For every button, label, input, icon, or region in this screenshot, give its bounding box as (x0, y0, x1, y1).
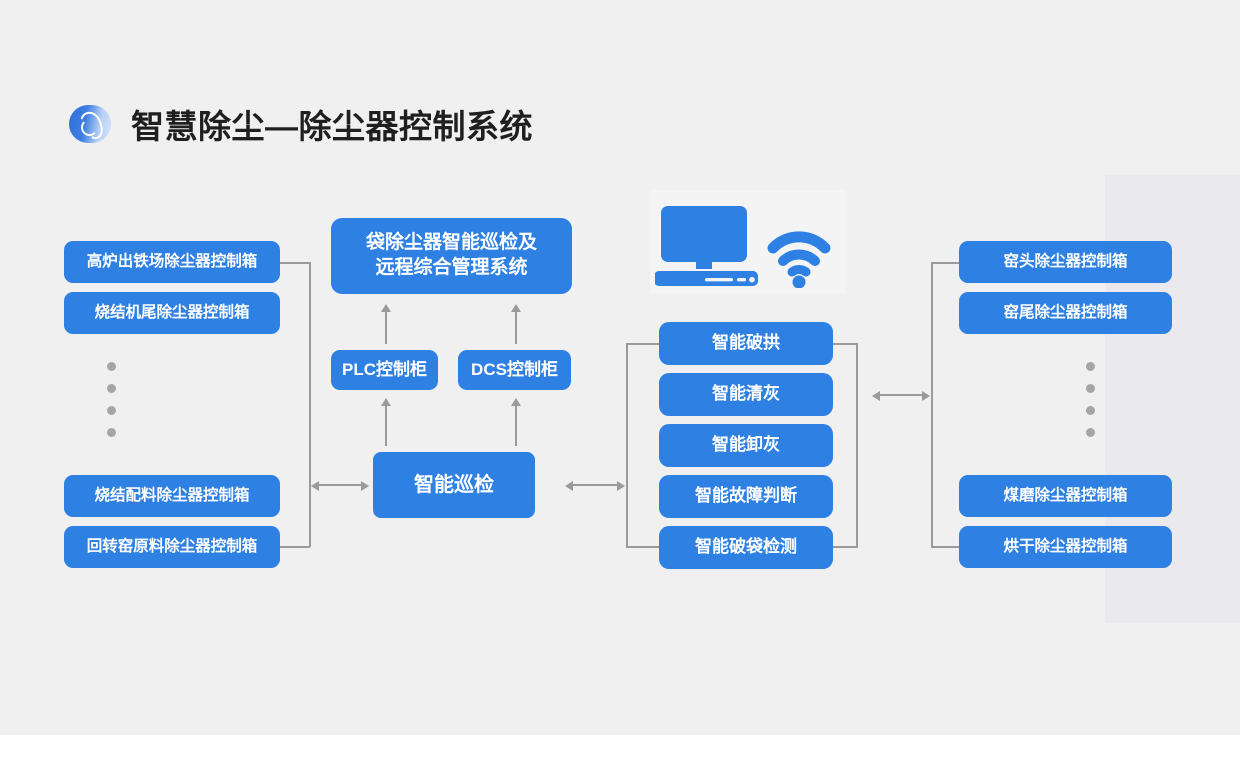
function-bracket-trunk (626, 343, 628, 547)
node-intelligent-inspection-hub[interactable]: 智能巡检 (373, 452, 535, 518)
arrow-dcs-to-system (509, 304, 523, 344)
ellipsis-dot (1086, 428, 1095, 437)
page-title: 智慧除尘—除尘器控制系统 (131, 108, 533, 145)
arrow-functions-to-right-group (872, 388, 930, 402)
node-plc-cabinet[interactable]: PLC控制柜 (331, 350, 438, 390)
left-bracket-stub-bottom (280, 546, 310, 548)
wifi-signal-icon (767, 231, 831, 288)
node-drying-controller[interactable]: 烘干除尘器控制箱 (959, 526, 1172, 568)
arrow-left-group-to-hub (311, 478, 369, 492)
node-smart-fault-diagnosis[interactable]: 智能故障判断 (659, 475, 833, 518)
function-bracket-stub-top (626, 343, 661, 345)
arrow-hub-to-dcs (509, 398, 523, 446)
right-bracket-stub-top (931, 262, 961, 264)
node-rotary-kiln-raw-material-controller[interactable]: 回转窑原料除尘器控制箱 (64, 526, 280, 568)
ellipsis-dot (107, 428, 116, 437)
right-column-ellipsis (1086, 362, 1095, 437)
node-sinter-machine-tail-controller[interactable]: 烧结机尾除尘器控制箱 (64, 292, 280, 334)
left-bracket-stub-top (280, 262, 310, 264)
desktop-computer-icon (655, 206, 758, 286)
node-smart-ash-cleaning[interactable]: 智能清灰 (659, 373, 833, 416)
function-bracket-stub-bottom (626, 546, 661, 548)
brand-swirl-logo (69, 105, 111, 143)
node-top-management-system[interactable]: 袋除尘器智能巡检及 远程综合管理系统 (331, 218, 572, 294)
function-right-bracket-trunk (856, 343, 858, 547)
ellipsis-dot (1086, 384, 1095, 393)
left-column-ellipsis (107, 362, 116, 437)
right-bracket-trunk (931, 262, 933, 547)
ellipsis-dot (107, 362, 116, 371)
node-kiln-head-controller[interactable]: 窑头除尘器控制箱 (959, 241, 1172, 283)
top-system-line2: 远程综合管理系统 (375, 257, 528, 278)
ellipsis-dot (107, 406, 116, 415)
node-smart-arch-breaking[interactable]: 智能破拱 (659, 322, 833, 365)
background-surface (0, 0, 1240, 735)
ellipsis-dot (1086, 362, 1095, 371)
node-blast-furnace-casthouse-controller[interactable]: 高炉出铁场除尘器控制箱 (64, 241, 280, 283)
arrow-hub-to-functions (565, 478, 625, 492)
node-smart-ash-discharge[interactable]: 智能卸灰 (659, 424, 833, 467)
illustration-group (655, 206, 831, 288)
node-sinter-batching-controller[interactable]: 烧结配料除尘器控制箱 (64, 475, 280, 517)
node-smart-bag-rupture-detection[interactable]: 智能破袋检测 (659, 526, 833, 569)
node-coal-mill-controller[interactable]: 煤磨除尘器控制箱 (959, 475, 1172, 517)
arrow-plc-to-system (379, 304, 393, 344)
top-system-line1: 袋除尘器智能巡检及 (365, 232, 537, 254)
ellipsis-dot (107, 384, 116, 393)
function-right-bracket-stub-bottom (833, 546, 858, 548)
function-right-bracket-stub-top (833, 343, 858, 345)
left-bracket-trunk (309, 262, 311, 547)
ellipsis-dot (1086, 406, 1095, 415)
node-dcs-cabinet[interactable]: DCS控制柜 (458, 350, 571, 390)
node-kiln-tail-controller[interactable]: 窑尾除尘器控制箱 (959, 292, 1172, 334)
right-bracket-stub-bottom (931, 546, 961, 548)
logo-swirl-inner (81, 119, 98, 136)
arrow-hub-to-plc (379, 398, 393, 446)
